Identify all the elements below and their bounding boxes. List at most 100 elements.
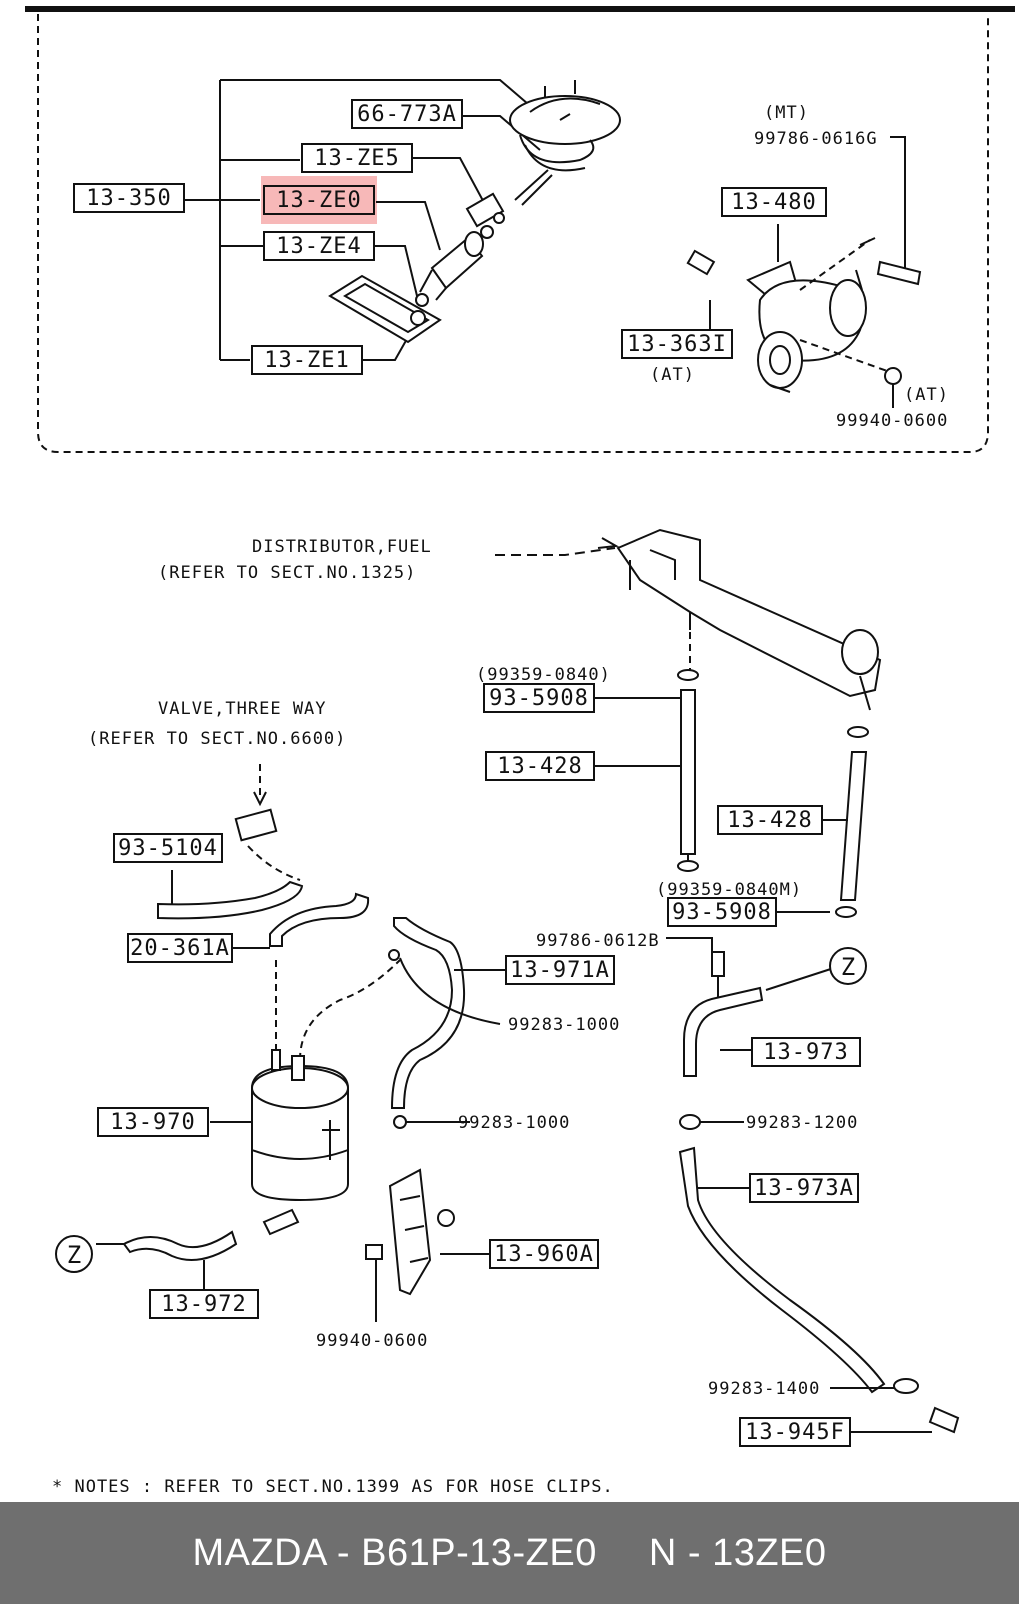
part-label-text: 13-428 <box>727 808 812 833</box>
part-label-box <box>263 231 375 261</box>
clip-99283-1000-lower <box>393 1115 407 1129</box>
valve-reference: (REFER TO SECT.NO.6600) <box>88 729 346 749</box>
part-label-text: 20-361A <box>130 936 230 961</box>
part-label-box <box>667 897 777 927</box>
part-label-text: 13-363I <box>627 332 727 357</box>
part-no-clip-0840m: (99359-0840M) <box>656 880 802 900</box>
part-label-box <box>149 1289 259 1319</box>
part-label-13-970: 13-970 <box>97 1107 209 1137</box>
part-label-box <box>739 1417 851 1447</box>
fuel-hose-left <box>677 632 699 872</box>
part-no-clip-0840: (99359-0840) <box>476 665 611 685</box>
part-label-93-5908a: 93-5908 <box>483 683 595 713</box>
part-label-text: 13-970 <box>110 1110 195 1135</box>
part-label-box <box>263 185 375 215</box>
distributor-callout: DISTRIBUTOR,FUEL <box>252 537 432 557</box>
leader-lines-top <box>360 115 541 361</box>
mt-note: (MT) <box>764 103 809 123</box>
fuel-distributor <box>495 528 882 711</box>
part-label-93-5104: 93-5104 <box>113 833 223 863</box>
part-label-13-971a: 13-971A <box>505 955 615 985</box>
pipe-13-973A <box>678 1146 886 1394</box>
part-label-text: 13-945F <box>745 1420 845 1445</box>
z-marker-right: Z <box>829 947 867 985</box>
part-label-box <box>489 1239 599 1269</box>
part-label-box <box>113 833 223 863</box>
part-label-box <box>483 683 595 713</box>
part-label-text: 13-428 <box>497 754 582 779</box>
distributor-reference: (REFER TO SECT.NO.1325) <box>158 563 416 583</box>
part-label-text: 93-5908 <box>489 686 589 711</box>
part-label-text: 13-ZE5 <box>314 146 399 171</box>
part-label-box <box>749 1173 859 1203</box>
part-no-clip-1000a: 99283-1000 <box>508 1015 620 1035</box>
top-border <box>25 6 1015 12</box>
part-no-bolt-0612: 99786-0612B <box>536 931 660 951</box>
part-no-bolt-mt: 99786-0616G <box>754 129 878 149</box>
footer-part-number: MAZDA - B61P-13-ZE0 <box>192 1531 597 1574</box>
highlight-marker <box>261 176 377 224</box>
fuel-filter-assembly <box>686 136 922 408</box>
fuel-pump-unit <box>328 80 621 344</box>
part-label-text: 13-971A <box>510 958 610 983</box>
part-label-66-773a: 66-773A <box>351 99 463 129</box>
pipe-13-973 <box>683 951 841 1077</box>
part-label-13-428a: 13-428 <box>485 751 595 781</box>
part-label-13-350: 13-350 <box>73 183 185 213</box>
hose-13-971A <box>390 917 466 1109</box>
part-label-13-973: 13-973 <box>751 1037 861 1067</box>
fuel-pump-group-frame <box>37 14 989 453</box>
part-label-text: 13-ZE4 <box>276 234 361 259</box>
part-label-text: 13-350 <box>86 186 171 211</box>
part-label-13-960a: 13-960A <box>489 1239 599 1269</box>
part-label-box <box>351 99 463 129</box>
part-label-13-ze1: 13-ZE1 <box>251 345 363 375</box>
part-label-box <box>485 751 595 781</box>
part-label-box <box>73 183 185 213</box>
leader-lines-971A <box>399 957 506 1123</box>
part-label-13-ze4: 13-ZE4 <box>263 231 375 261</box>
part-label-box <box>751 1037 861 1067</box>
hose-clip-note: * NOTES : REFER TO SECT.NO.1399 AS FOR H… <box>52 1477 614 1497</box>
three-way-valve <box>234 764 278 842</box>
part-label-box <box>251 345 363 375</box>
part-label-box <box>717 805 823 835</box>
valve-callout: VALVE,THREE WAY <box>158 699 327 719</box>
part-label-box <box>97 1107 209 1137</box>
part-label-text: 13-ZE1 <box>264 348 349 373</box>
dashed-route-canister <box>247 845 401 1061</box>
part-label-box <box>301 143 413 173</box>
part-label-text: 13-973 <box>763 1040 848 1065</box>
part-label-20-361a: 20-361A <box>127 933 233 963</box>
at-note-nut: (AT) <box>904 385 949 405</box>
hose-20-361A <box>269 892 370 947</box>
footer-short-code: N - 13ZE0 <box>648 1531 827 1574</box>
part-no-clip-1400: 99283-1400 <box>708 1379 820 1399</box>
part-label-13-973a: 13-973A <box>749 1173 859 1203</box>
part-label-text: 13-973A <box>754 1176 854 1201</box>
part-no-clip-1000b: 99283-1000 <box>458 1113 570 1133</box>
part-label-13-428b: 13-428 <box>717 805 823 835</box>
connector-13-945F <box>928 1406 960 1434</box>
part-label-text: 66-773A <box>357 102 457 127</box>
part-label-text: 13-972 <box>161 1292 246 1317</box>
part-label-13-ze5: 13-ZE5 <box>301 143 413 173</box>
part-label-93-5908b: 93-5908 <box>667 897 777 927</box>
part-label-text: 13-960A <box>494 1242 594 1267</box>
assembly-bracket-lines <box>182 79 536 361</box>
part-label-text: 93-5908 <box>672 900 772 925</box>
part-number-footer: MAZDA - B61P-13-ZE0 N - 13ZE0 <box>0 1502 1019 1604</box>
hose-93-5104 <box>157 880 304 920</box>
part-label-13-972: 13-972 <box>149 1289 259 1319</box>
clip-99283-1000-upper <box>388 949 400 961</box>
part-no-nut-0600: 99940-0600 <box>316 1331 428 1351</box>
clip-99283-1200 <box>679 1114 701 1130</box>
z-marker-left: Z <box>55 1235 93 1273</box>
svg-text:Z: Z <box>841 953 855 981</box>
part-label-13-945f: 13-945F <box>739 1417 851 1447</box>
part-label-text: 13-480 <box>731 190 816 215</box>
fuel-hose-right <box>835 726 869 918</box>
